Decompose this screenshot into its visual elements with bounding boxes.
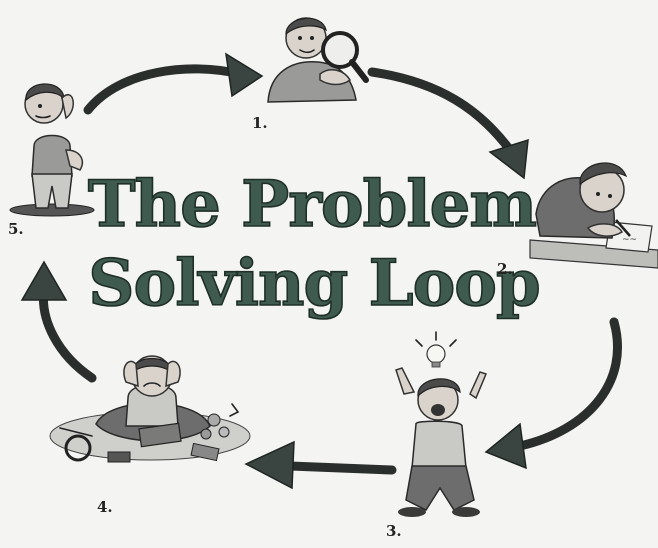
figure-2-writer: ~~	[529, 162, 658, 269]
step-label-2: 2.	[497, 260, 513, 278]
figure-1-investigator	[267, 17, 369, 103]
step-label-1: 1.	[252, 114, 268, 132]
arrow-4-to-5	[20, 260, 97, 383]
figure-3-idea	[395, 331, 488, 517]
step-label-5: 5.	[8, 220, 24, 238]
arrow-3-to-4	[244, 440, 397, 490]
step-label-4: 4.	[97, 498, 113, 516]
title-line-2: Solving Loop	[88, 246, 539, 321]
paper-scribble-icon: ~~	[622, 235, 637, 245]
title-line-1: The Problem	[88, 167, 536, 242]
arrow-1-to-2	[367, 67, 529, 180]
arrow-5-to-1	[83, 52, 264, 115]
arrow-2-to-3	[484, 317, 622, 470]
figure-5-thinker	[9, 83, 95, 217]
tire-icon	[64, 434, 92, 462]
title: The Problem Solving Loop	[87, 166, 541, 322]
step-label-3: 3.	[386, 522, 402, 540]
light-bulb-icon	[426, 344, 446, 364]
figure-4-frustrated	[49, 355, 251, 463]
